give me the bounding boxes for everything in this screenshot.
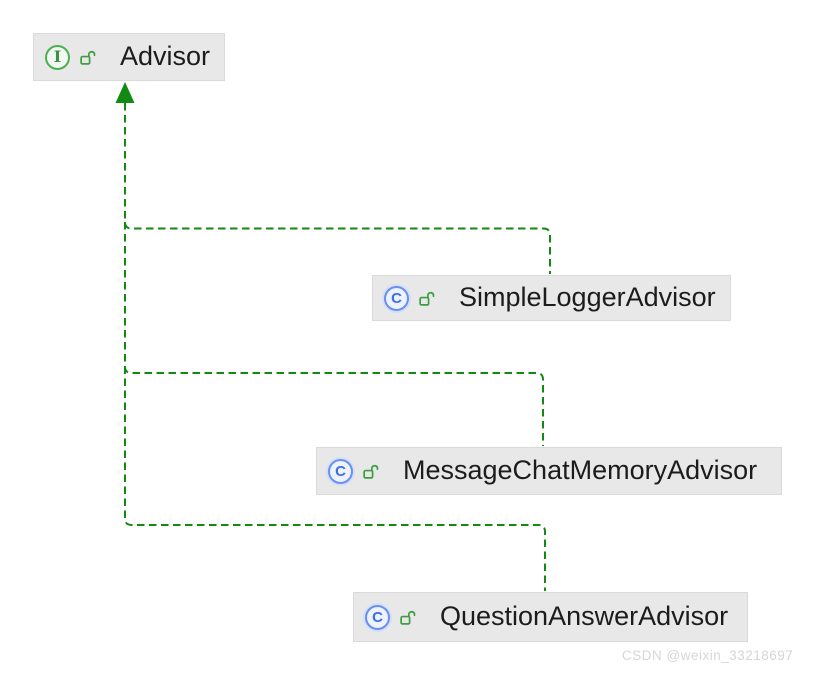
- inheritance-arrowhead-icon: [115, 82, 135, 103]
- class-icon: C: [365, 604, 390, 630]
- diagram-node-advisor[interactable]: I Advisor: [33, 33, 226, 81]
- edge-simpleloggeradvisor-to-advisor[interactable]: [124, 103, 551, 274]
- node-label: MessageChatMemoryAdvisor: [403, 454, 758, 485]
- edge-messagechatmemoryadvisor-to-advisor[interactable]: [124, 222, 544, 446]
- class-icon: C: [384, 285, 409, 311]
- class-icon-glyph: C: [391, 289, 402, 307]
- diagram-node-questionansweradvisor[interactable]: C QuestionAnswerAdvisor: [353, 592, 748, 642]
- class-icon-glyph: C: [372, 608, 383, 626]
- edge-questionansweradvisor-to-advisor[interactable]: [124, 366, 546, 592]
- node-label: QuestionAnswerAdvisor: [440, 600, 729, 631]
- unlocked-padlock-icon: [80, 50, 96, 65]
- class-icon-glyph: C: [335, 462, 346, 480]
- diagram-node-simpleloggeradvisor[interactable]: C SimpleLoggerAdvisor: [372, 275, 731, 321]
- class-icon: C: [328, 458, 353, 484]
- node-label: SimpleLoggerAdvisor: [459, 281, 716, 312]
- diagram-node-messagechatmemoryadvisor[interactable]: C MessageChatMemoryAdvisor: [316, 447, 782, 495]
- node-label: Advisor: [120, 40, 211, 71]
- csdn-watermark: CSDN @weixin_33218697: [622, 648, 794, 663]
- interface-icon-glyph: I: [53, 47, 62, 66]
- unlocked-padlock-icon: [419, 291, 435, 306]
- interface-icon: I: [45, 44, 70, 70]
- unlocked-padlock-icon: [363, 464, 379, 479]
- unlocked-padlock-icon: [400, 610, 416, 625]
